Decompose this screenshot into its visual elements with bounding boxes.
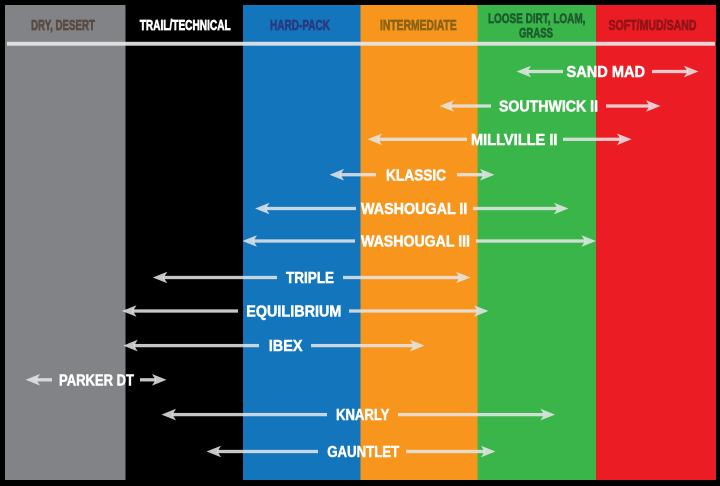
svg-text:TRIPLE: TRIPLE bbox=[286, 270, 334, 287]
svg-text:DRY, DESERT: DRY, DESERT bbox=[31, 18, 95, 34]
svg-text:WASHOUGAL II: WASHOUGAL II bbox=[361, 201, 467, 218]
svg-text:KNARLY: KNARLY bbox=[336, 407, 390, 424]
svg-text:SOUTHWICK II: SOUTHWICK II bbox=[499, 99, 598, 116]
svg-text:MILLVILLE II: MILLVILLE II bbox=[471, 132, 558, 149]
svg-text:SOFT/MUD/SAND: SOFT/MUD/SAND bbox=[609, 18, 697, 34]
svg-text:HARD-PACK: HARD-PACK bbox=[270, 18, 330, 34]
svg-text:TRAIL/TECHNICAL: TRAIL/TECHNICAL bbox=[140, 18, 231, 34]
svg-text:PARKER DT: PARKER DT bbox=[59, 372, 135, 389]
svg-text:SAND MAD: SAND MAD bbox=[567, 64, 646, 81]
svg-text:IBEX: IBEX bbox=[269, 338, 303, 355]
svg-text:INTERMEDIATE: INTERMEDIATE bbox=[380, 18, 457, 34]
svg-text:EQUILIBRIUM: EQUILIBRIUM bbox=[246, 304, 341, 321]
svg-text:KLASSIC: KLASSIC bbox=[386, 167, 446, 184]
svg-text:GAUNTLET: GAUNTLET bbox=[327, 444, 400, 461]
svg-text:WASHOUGAL III: WASHOUGAL III bbox=[361, 234, 470, 251]
svg-text:LOOSE DIRT, LOAM,: LOOSE DIRT, LOAM, bbox=[488, 10, 586, 26]
svg-text:GRASS: GRASS bbox=[519, 24, 553, 40]
